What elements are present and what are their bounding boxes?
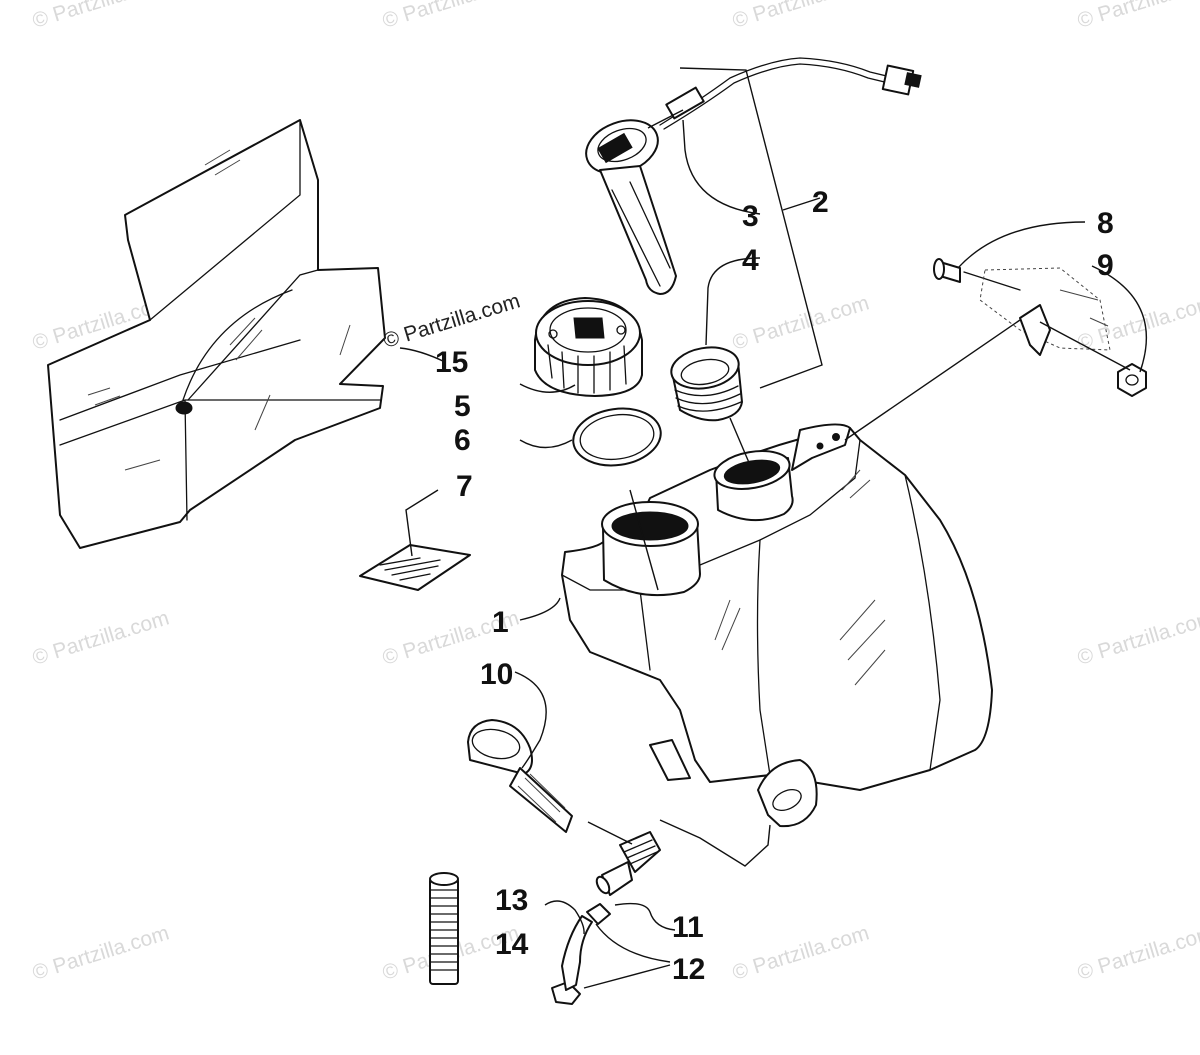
watermark: © Partzilla.com bbox=[380, 0, 522, 33]
callout-11: 11 bbox=[672, 911, 704, 944]
watermark: © Partzilla.com bbox=[30, 606, 172, 669]
o-ring-part-6 bbox=[572, 407, 662, 467]
callout-3: 3 bbox=[742, 200, 759, 233]
callout-1: 1 bbox=[492, 606, 509, 639]
callout-2: 2 bbox=[812, 186, 829, 219]
callout-14: 14 bbox=[495, 928, 529, 961]
watermark: © Partzilla.com bbox=[30, 0, 172, 33]
callout-labels: 1 2 3 4 5 6 7 8 9 10 11 12 13 14 15 bbox=[435, 186, 1114, 986]
watermark: © Partzilla.com bbox=[730, 921, 872, 984]
watermark: © Partzilla.com bbox=[1075, 921, 1200, 984]
callout-4: 4 bbox=[742, 244, 759, 277]
callout-7: 7 bbox=[456, 470, 473, 503]
callout-13: 13 bbox=[495, 884, 528, 917]
hose-roll-part-14 bbox=[429, 872, 459, 985]
mount-hardware-part-8-9 bbox=[933, 258, 1147, 397]
heat-shield-part-15 bbox=[47, 119, 386, 549]
hose-part-13 bbox=[561, 915, 593, 991]
watermark: © Partzilla.com bbox=[730, 0, 872, 33]
leader-lines bbox=[399, 67, 1148, 989]
fuel-cap-part-5 bbox=[534, 297, 643, 397]
watermark: © Partzilla.com bbox=[1075, 606, 1200, 669]
fuel-fitting-part-11 bbox=[595, 831, 661, 896]
callout-9: 9 bbox=[1097, 249, 1114, 282]
watermark: © Partzilla.com bbox=[1075, 291, 1200, 354]
watermark: © Partzilla.com bbox=[730, 291, 872, 354]
callout-8: 8 bbox=[1097, 207, 1114, 240]
featured-watermark: © Partzilla.com bbox=[381, 289, 523, 352]
callout-10: 10 bbox=[480, 658, 513, 691]
fuel-tank-part-1 bbox=[561, 423, 993, 828]
callout-6: 6 bbox=[454, 424, 471, 457]
watermark: © Partzilla.com bbox=[1075, 0, 1200, 33]
decal-part-7 bbox=[359, 544, 471, 591]
callout-5: 5 bbox=[454, 390, 471, 423]
callout-15: 15 bbox=[435, 346, 468, 379]
clamp-part-10 bbox=[467, 719, 573, 833]
fuel-gauge-part-3 bbox=[585, 57, 922, 295]
grommet-part-4 bbox=[670, 346, 743, 422]
watermark: © Partzilla.com bbox=[30, 921, 172, 984]
callout-12: 12 bbox=[672, 953, 705, 986]
